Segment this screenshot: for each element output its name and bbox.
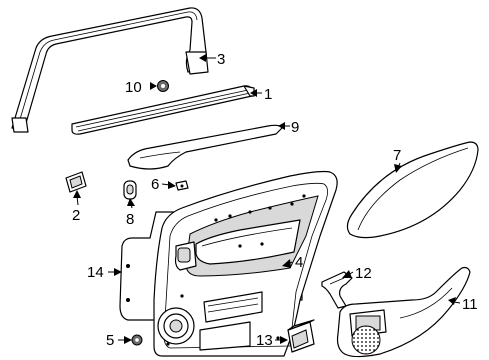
callout-6: 6: [151, 176, 159, 193]
callout-12: 12: [355, 265, 372, 282]
clip-part: [157, 80, 169, 92]
callout-5: 5: [106, 332, 114, 349]
trim-strip-part: [127, 124, 283, 170]
window-frame-seal-part: [11, 7, 209, 133]
door-trim-panel-part: [153, 170, 338, 357]
callout-10: 10: [125, 79, 142, 96]
callout-13: 13: [256, 332, 273, 349]
escutcheon-part: [123, 180, 137, 200]
armrest-pad-part: [346, 141, 479, 239]
leader-lines: [73, 54, 461, 344]
callout-3: 3: [217, 51, 225, 68]
callout-11: 11: [462, 296, 478, 313]
switch-module-part: [287, 319, 315, 353]
small-clip-part: [175, 180, 189, 191]
callout-14: 14: [87, 264, 104, 281]
callout-7: 7: [393, 147, 401, 164]
handle-piece-part: [65, 171, 87, 193]
lower-pocket-part: [336, 266, 471, 358]
callout-8: 8: [126, 211, 134, 228]
belt-weatherstrip-part: [71, 85, 255, 135]
callout-9: 9: [291, 119, 299, 136]
callout-1: 1: [264, 86, 272, 103]
callout-labels: 3 10 1 9 7 6 2 8 14 4 12 11 13 5: [72, 51, 478, 349]
bracket-part: [321, 271, 353, 309]
screw-part: [131, 334, 143, 346]
callout-4: 4: [295, 254, 303, 271]
callout-2: 2: [72, 207, 80, 224]
